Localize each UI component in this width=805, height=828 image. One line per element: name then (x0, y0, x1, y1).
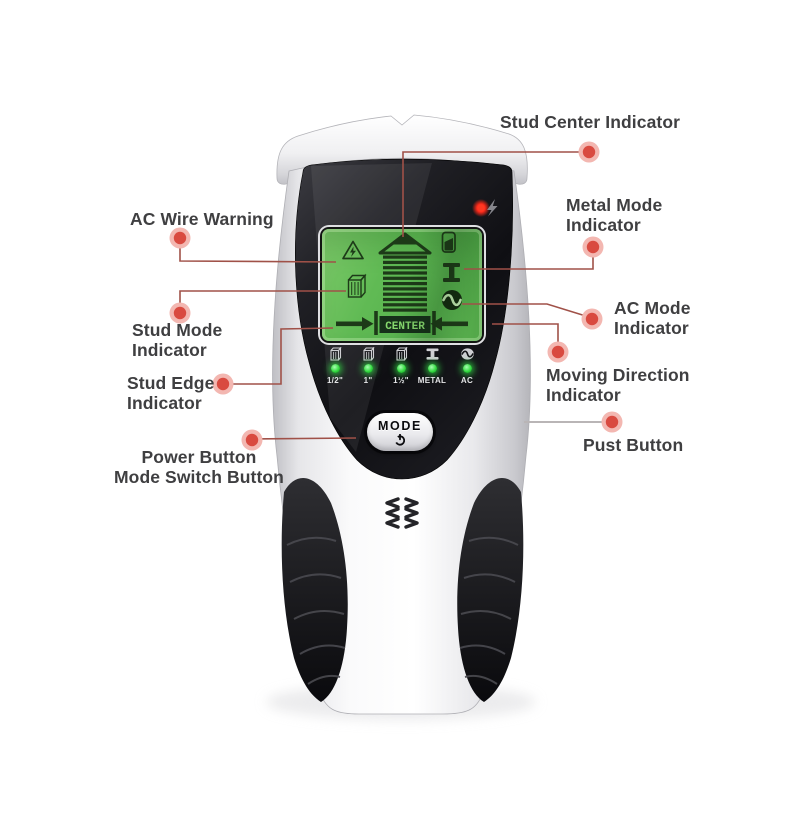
detection-label: METAL (417, 376, 447, 385)
detection-led (330, 364, 340, 373)
stud-icon (362, 347, 375, 361)
left-grip (281, 477, 348, 702)
callout-dot (169, 227, 191, 249)
moving-direction-arrows (336, 311, 468, 335)
callout-dots (169, 141, 623, 451)
lcd-glyphs: CENTER (336, 231, 468, 335)
detection-led (396, 364, 406, 373)
callout-dot (578, 141, 600, 163)
battery-icon (441, 231, 456, 253)
callout-ac-wire-label: AC Wire Warning (130, 209, 274, 229)
callout-dot (241, 429, 263, 451)
detection-col-ac: AC (450, 347, 484, 385)
leader-metal-mode (464, 247, 594, 270)
leader-stud-edge (223, 327, 334, 385)
mode-button-label: MODE (378, 418, 422, 433)
detection-label: 1½" (393, 376, 409, 385)
callout-dot (169, 302, 191, 324)
right-grip (457, 477, 524, 702)
leader-ac-mode (462, 303, 590, 318)
leader-ac-wire (179, 238, 337, 263)
power-icon (394, 433, 406, 446)
stud-center-arrow-icon (378, 232, 432, 312)
stud-mode-icon (347, 273, 367, 298)
detection-label: 1/2" (326, 376, 344, 385)
speaker-vent-chevrons (385, 497, 419, 529)
callout-dot (601, 411, 623, 433)
leader-power-mode (251, 437, 357, 440)
detection-led (462, 364, 472, 373)
center-flag: CENTER (379, 316, 431, 333)
callout-dot (582, 236, 604, 258)
ac-live-led (477, 204, 485, 212)
mode-power-button: MODE (367, 413, 433, 451)
callout-metal-mode-label: Metal Mode Indicator (566, 195, 663, 235)
leader-stud-mode (179, 290, 346, 313)
ac-icon (460, 348, 474, 360)
lcd-screen: CENTER (322, 229, 482, 341)
callout-stud-mode-label: Stud Mode Indicator (132, 320, 223, 360)
detection-led (363, 364, 373, 373)
detection-col-metal: METAL (415, 347, 449, 385)
ac-mode-icon (442, 290, 462, 310)
callout-power-mode-label: Power Button Mode Switch Button (114, 447, 284, 487)
lightning-icon (487, 199, 498, 217)
detection-panel: 1/2" 1" 1½" (322, 347, 482, 401)
stud-icon (329, 347, 342, 361)
callout-pust-button-label: Pust Button (583, 435, 684, 455)
detection-col-inch-half: 1½" (384, 347, 418, 385)
detection-col-half-inch: 1/2" (318, 347, 352, 385)
leader-moving-direction (492, 323, 559, 351)
callout-moving-direction-label: Moving Direction Indicator (546, 365, 690, 405)
callout-stud-edge-label: Stud Edge Indicator (127, 373, 215, 413)
detection-led (427, 364, 437, 373)
metal-mode-icon (443, 263, 460, 282)
lcd-sheen (322, 229, 482, 341)
callout-dot (581, 308, 603, 330)
ac-wire-warning-icon (342, 240, 364, 260)
center-flag-label: CENTER (385, 321, 425, 333)
callout-stud-center-label: Stud Center Indicator (500, 112, 681, 132)
callout-ac-mode-label: AC Mode Indicator (614, 298, 691, 338)
leader-stud-center (402, 151, 589, 237)
detection-label: AC (460, 376, 474, 385)
detection-col-one-inch: 1" (351, 347, 385, 385)
metal-icon (426, 348, 438, 360)
stud-icon (395, 347, 408, 361)
callout-dot (547, 341, 569, 363)
detection-label: 1" (363, 376, 373, 385)
callout-dot (212, 373, 234, 395)
